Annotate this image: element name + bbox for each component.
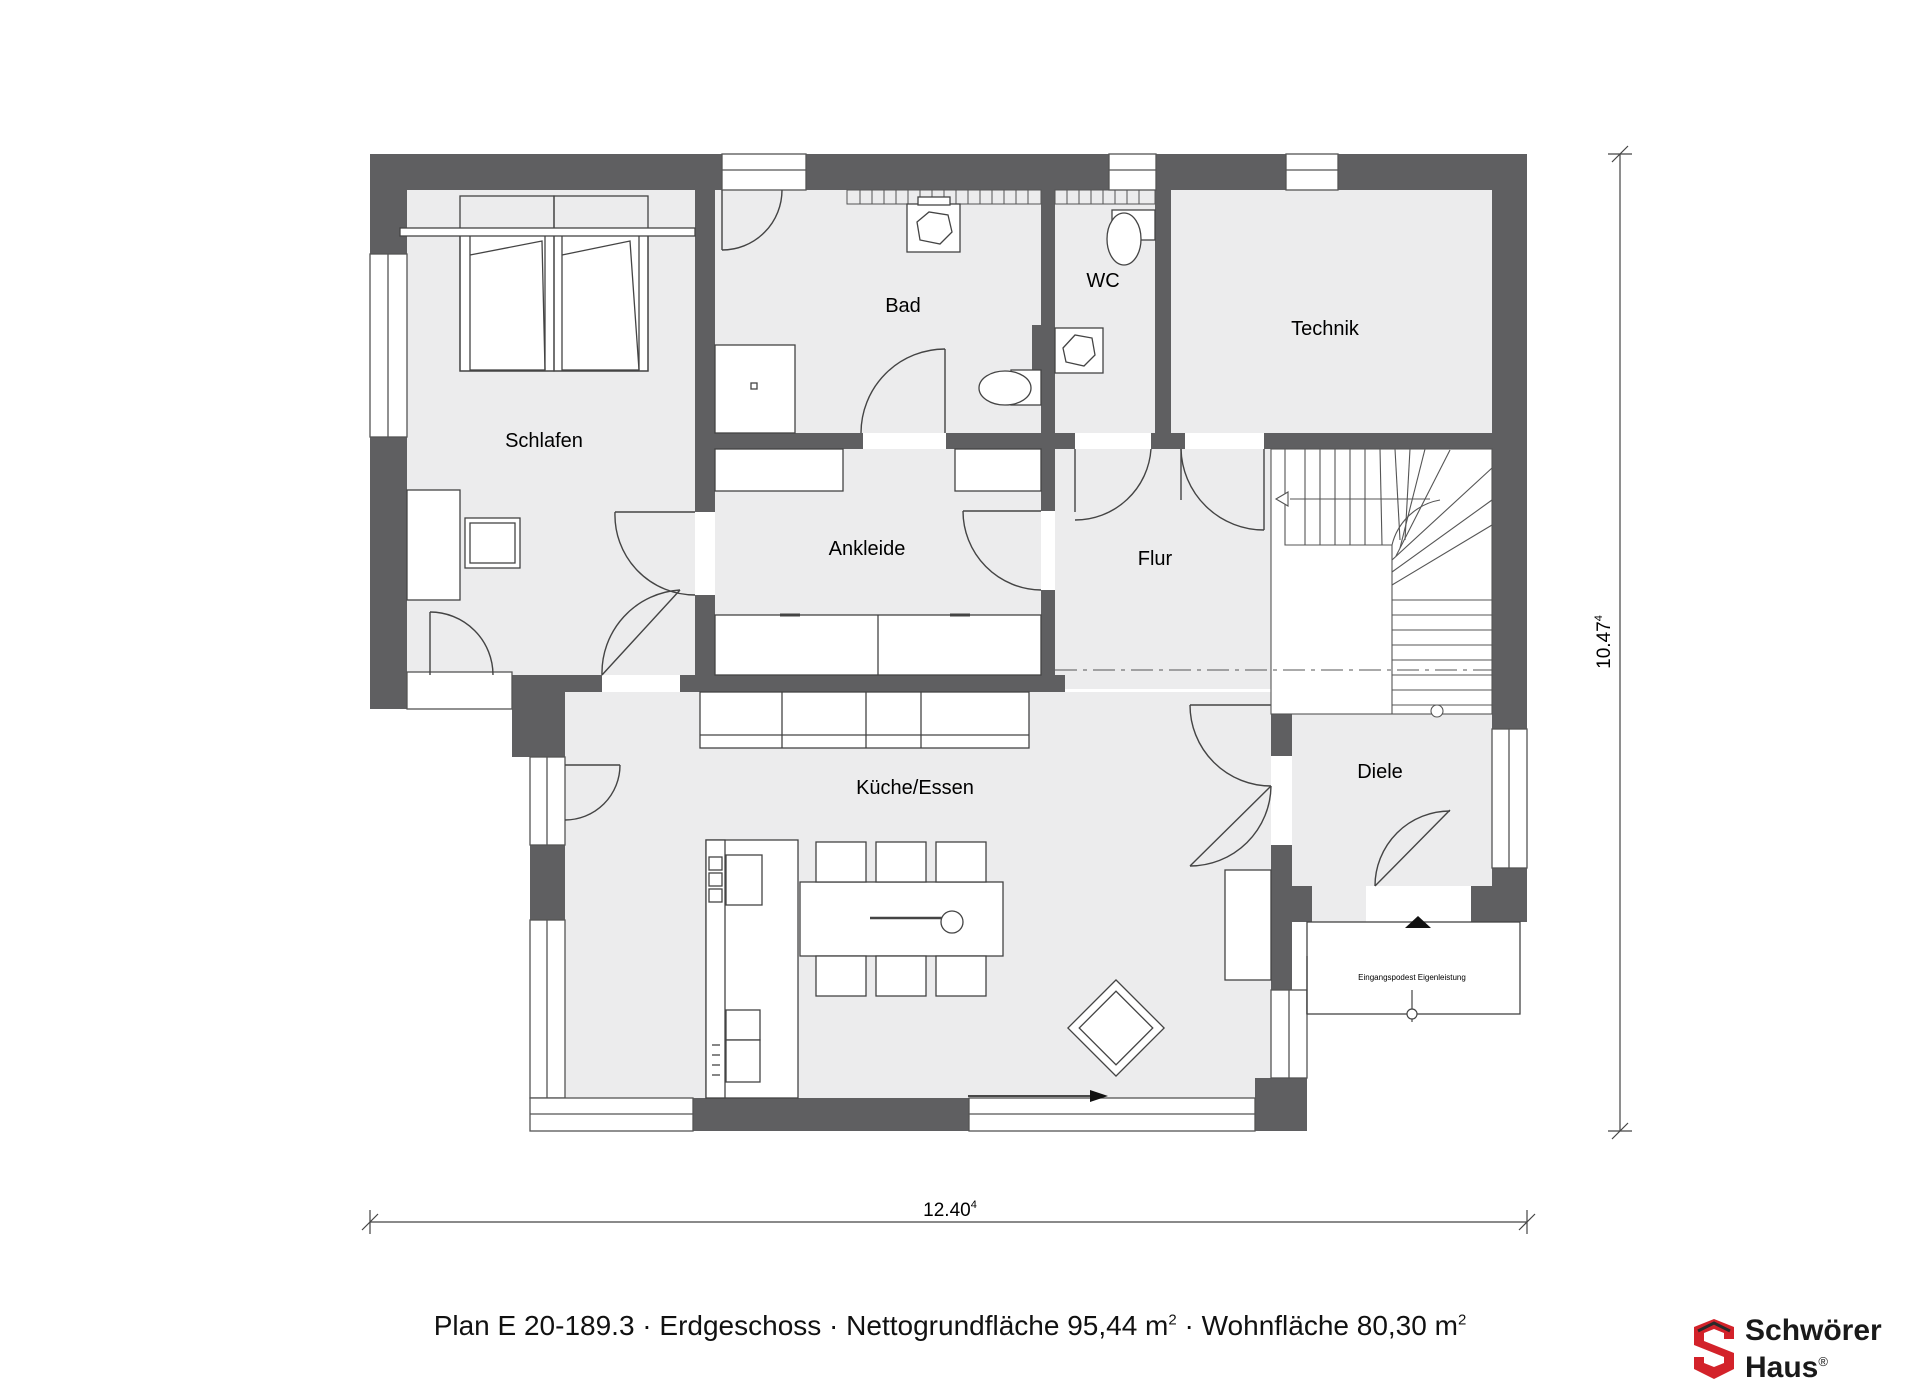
logo-line2-wrap: Haus®	[1745, 1346, 1882, 1383]
staircase	[1270, 448, 1493, 718]
room-label-technik: Technik	[1291, 318, 1360, 340]
schwoerer-haus-logo: Schwörer Haus®	[1690, 1315, 1910, 1385]
furniture	[399, 189, 1521, 1099]
floor-name: Erdgeschoss	[659, 1310, 822, 1341]
dimension-lines	[361, 145, 1632, 1234]
caption-separator: ·	[821, 1310, 847, 1341]
entrance-arrows	[968, 916, 1431, 1102]
logo-text: Schwörer Haus®	[1745, 1315, 1882, 1383]
logo-s-icon	[1694, 1319, 1734, 1379]
room-label-diele: Diele	[1357, 761, 1403, 783]
podest-label: Eingangspodest Eigenleistung	[1358, 973, 1466, 982]
living-area: Wohnfläche 80,30 m	[1201, 1310, 1458, 1341]
room-label-schlafen: Schlafen	[505, 430, 583, 452]
windows	[369, 153, 1528, 1132]
logo-registered: ®	[1818, 1354, 1828, 1369]
height-dimension: 10.474	[1593, 615, 1615, 669]
room-label-bad: Bad	[885, 295, 921, 317]
living-area-unit-sup: 2	[1457, 1311, 1467, 1329]
doors	[429, 189, 1451, 887]
net-area-unit-sup: 2	[1168, 1311, 1177, 1329]
room-label-wc: WC	[1086, 270, 1119, 292]
room-label-flur: Flur	[1138, 548, 1173, 570]
room-label-ankleide: Ankleide	[829, 538, 906, 560]
width-dimension: 12.404	[923, 1199, 977, 1221]
podest-marker	[1406, 990, 1418, 1022]
caption-separator: ·	[634, 1310, 660, 1341]
plan-number: Plan E 20-189.3	[433, 1310, 635, 1341]
logo-line1: Schwörer	[1745, 1314, 1882, 1347]
caption-separator: ·	[1176, 1310, 1202, 1341]
net-area: Nettogrundfläche 95,44 m	[846, 1310, 1169, 1341]
room-label-kueche-essen: Küche/Essen	[856, 777, 974, 799]
logo-line2: Haus	[1745, 1351, 1819, 1384]
plan-caption: Plan E 20-189.3 · Erdgeschoss · Nettogru…	[300, 1310, 1600, 1342]
